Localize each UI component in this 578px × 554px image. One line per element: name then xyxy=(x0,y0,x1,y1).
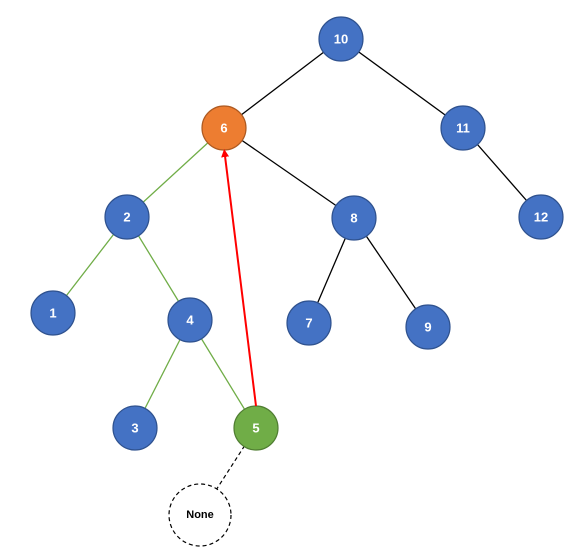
node-3: 3 xyxy=(112,405,158,451)
node-5-found: 5 xyxy=(233,405,279,451)
node-label: 1 xyxy=(49,306,56,321)
node-label: 12 xyxy=(534,210,548,225)
node-label: 4 xyxy=(186,313,194,328)
node-4: 4 xyxy=(167,297,213,343)
node-7: 7 xyxy=(286,300,332,346)
node-label: 6 xyxy=(220,121,227,136)
node-none-label: None xyxy=(186,509,214,521)
node-label: 9 xyxy=(424,320,431,335)
node-label: 10 xyxy=(334,32,348,47)
node-6-current: 6 xyxy=(201,105,247,151)
node-label: 7 xyxy=(305,316,312,331)
node-2: 2 xyxy=(104,194,150,240)
node-8: 8 xyxy=(331,195,377,241)
node-12: 12 xyxy=(518,194,564,240)
node-label: 11 xyxy=(456,121,470,136)
node-none: None xyxy=(168,483,232,547)
node-label: 8 xyxy=(350,211,357,226)
edge-10-11 xyxy=(340,38,464,129)
node-label: 3 xyxy=(131,421,138,436)
node-label: 5 xyxy=(252,421,259,436)
node-9: 9 xyxy=(405,304,451,350)
edge-10-6 xyxy=(223,38,342,129)
edge-6-8 xyxy=(223,127,355,219)
node-10: 10 xyxy=(318,16,364,62)
node-label: 2 xyxy=(123,210,130,225)
node-11: 11 xyxy=(440,105,486,151)
node-1: 1 xyxy=(30,290,76,336)
successor-arrow xyxy=(221,149,257,407)
